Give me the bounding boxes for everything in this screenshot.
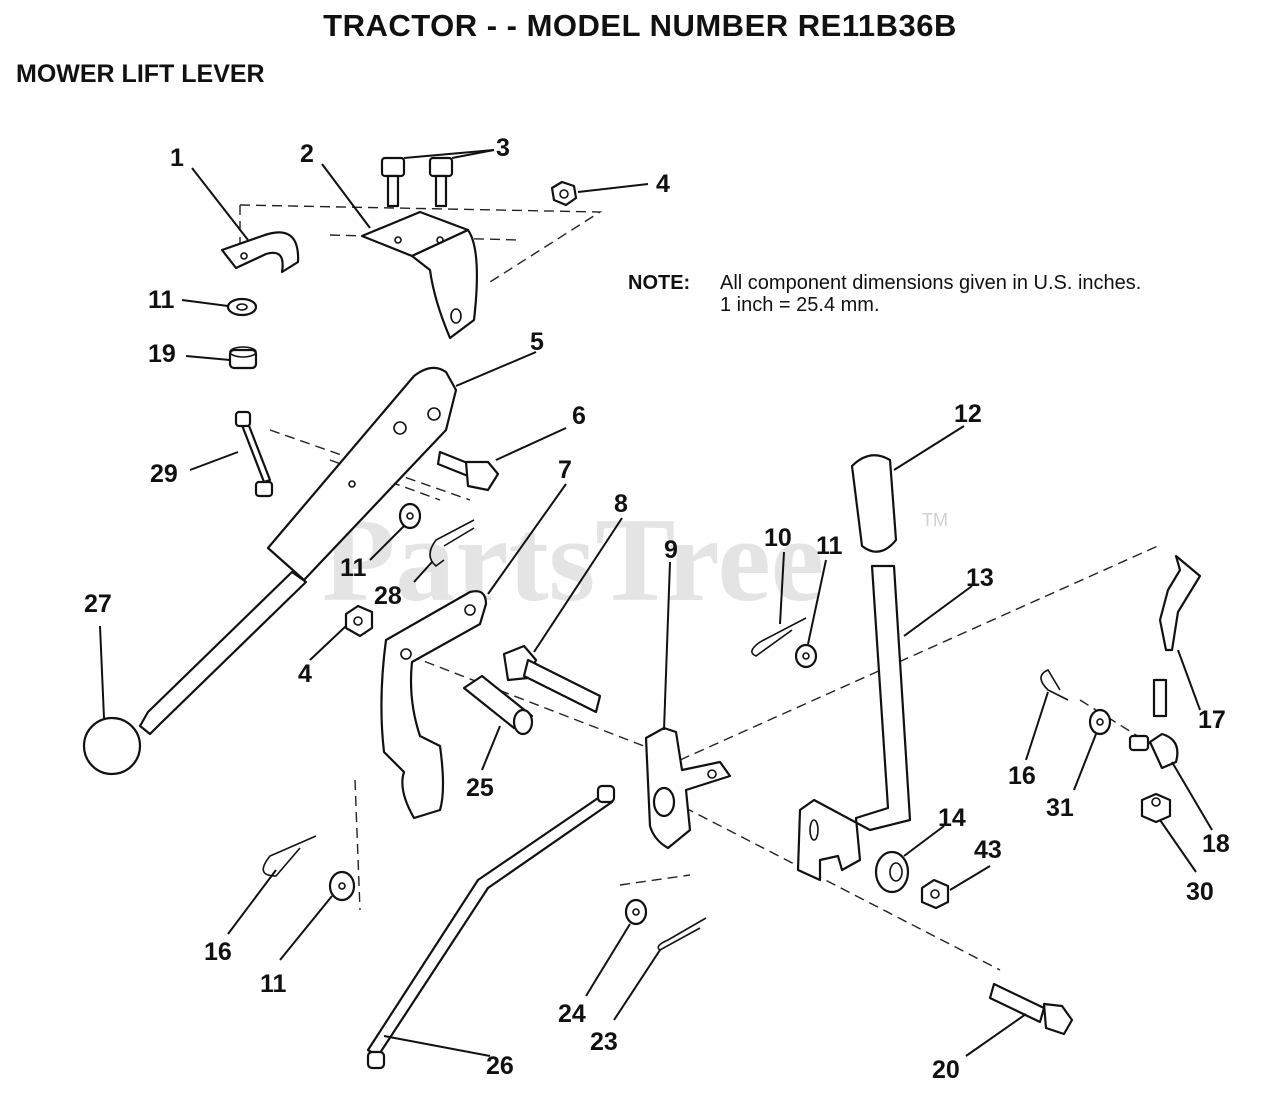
callout-25: 25 (466, 774, 494, 802)
callout-28: 28 (374, 582, 402, 610)
callout-3: 3 (496, 134, 510, 162)
callout-29: 29 (150, 460, 178, 488)
callout-43: 43 (974, 836, 1002, 864)
callout-20: 20 (932, 1056, 960, 1084)
part-29-link (234, 410, 274, 498)
callout-10: 10 (764, 524, 792, 552)
note-line-2: 1 inch = 25.4 mm. (720, 294, 880, 316)
part-14-bushing (874, 850, 910, 894)
part-20-bolt (988, 982, 1074, 1036)
callout-9: 9 (664, 536, 678, 564)
callout-5: 5 (530, 328, 544, 356)
part-10-cotter-pin (751, 617, 807, 657)
callout-11-lower: 11 (260, 970, 287, 998)
callout-23: 23 (590, 1028, 618, 1056)
callout-18: 18 (1202, 830, 1230, 858)
part-11-washer-top (226, 297, 258, 317)
part-7-bracket (380, 590, 488, 820)
part-13-lever (796, 564, 912, 882)
callout-6: 6 (572, 402, 586, 430)
part-4-nut-lower (344, 604, 374, 638)
part-16-hairpin-right (1040, 668, 1069, 701)
callout-14: 14 (938, 804, 966, 832)
callout-11-mid: 11 (340, 554, 367, 582)
callout-27: 27 (84, 590, 112, 618)
note-line-1: All component dimensions given in U.S. i… (720, 272, 1142, 294)
page-title: TRACTOR - - MODEL NUMBER RE11B36B (323, 8, 957, 43)
part-11-washer-mid (398, 502, 422, 530)
callout-numbers: 1 2 3 4 11 19 5 6 12 29 7 8 11 28 10 11 … (84, 134, 1230, 1084)
callout-17: 17 (1198, 706, 1226, 734)
callout-11-right: 11 (816, 532, 843, 560)
callout-31: 31 (1046, 794, 1074, 822)
part-16-hairpin-left (262, 835, 317, 877)
callout-8: 8 (614, 490, 628, 518)
callout-13: 13 (966, 564, 994, 592)
part-6-bolt (436, 450, 500, 492)
part-27-knob (82, 716, 142, 776)
callout-16-right: 16 (1008, 762, 1036, 790)
part-5-lever-arm (138, 366, 458, 736)
part-43-nut (920, 878, 950, 910)
part-4-nut-top (550, 180, 578, 207)
part-23-cotter-pin (657, 917, 707, 951)
part-3-bolts (380, 156, 454, 208)
callout-2: 2 (300, 140, 314, 168)
part-26-rod (366, 784, 616, 1070)
callout-12: 12 (954, 400, 982, 428)
part-18-swivel (1128, 732, 1179, 770)
part-1-clip (220, 231, 300, 274)
part-25-sleeve (462, 674, 534, 736)
section-title: MOWER LIFT LEVER (16, 60, 265, 88)
callout-7: 7 (558, 456, 572, 484)
note-label: NOTE: (628, 272, 691, 294)
part-28-hairpin (429, 519, 475, 568)
leader-lines (99, 149, 1213, 1057)
callout-4-lower: 4 (298, 660, 312, 688)
callout-11-top: 11 (148, 286, 175, 314)
callout-16-left: 16 (204, 938, 232, 966)
part-11-washer-right (794, 643, 818, 669)
part-19-nut (228, 346, 258, 370)
part-9-plate (644, 726, 732, 850)
part-17-link-rod (1152, 554, 1202, 718)
part-12-grip (850, 454, 898, 553)
callout-4-top: 4 (656, 170, 670, 198)
part-31-washer (1088, 708, 1112, 736)
callout-19: 19 (148, 340, 176, 368)
watermark-trademark: TM (922, 510, 948, 530)
callout-26: 26 (486, 1052, 514, 1080)
part-30-nut (1140, 792, 1172, 824)
callout-30: 30 (1186, 878, 1214, 906)
note-block: NOTE: All component dimensions given in U… (628, 272, 1141, 316)
callout-1: 1 (170, 144, 184, 172)
part-8-bolt (502, 644, 602, 714)
callout-24: 24 (558, 1000, 586, 1028)
part-2-bracket (360, 210, 478, 340)
part-24-washer (624, 898, 648, 926)
part-11-washer-lower (328, 870, 356, 902)
